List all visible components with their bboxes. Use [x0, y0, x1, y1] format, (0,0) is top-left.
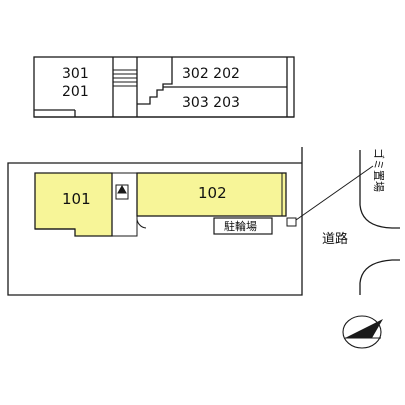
- stair-icon: [115, 184, 129, 200]
- unit-label-101: 101: [62, 190, 91, 208]
- road-label: 道路: [322, 231, 348, 247]
- garbage-area-label: ゴミ置場: [372, 148, 386, 192]
- site-boundary: [7, 147, 303, 296]
- upper-floor-plan: [33, 56, 295, 118]
- garbage-marker: [286, 217, 297, 227]
- garbage-leader-line: [295, 165, 374, 221]
- stair-icon: [113, 69, 137, 87]
- north-arrow-icon: [342, 315, 383, 349]
- road-edges: [359, 150, 400, 295]
- unit-label-201: 201: [62, 84, 89, 100]
- unit-label-303-203: 303 203: [182, 95, 240, 111]
- unit-102: [136, 172, 287, 217]
- unit-label-102: 102: [198, 184, 227, 202]
- door-icon: [136, 216, 147, 236]
- unit-label-301: 301: [62, 66, 89, 82]
- bicycle-parking: [213, 217, 273, 235]
- unit-label-302-202: 302 202: [182, 66, 240, 82]
- entrance-hall: [111, 172, 138, 237]
- bicycle-parking-label: 駐輪場: [224, 219, 257, 233]
- ground-floor-plan: [7, 147, 303, 296]
